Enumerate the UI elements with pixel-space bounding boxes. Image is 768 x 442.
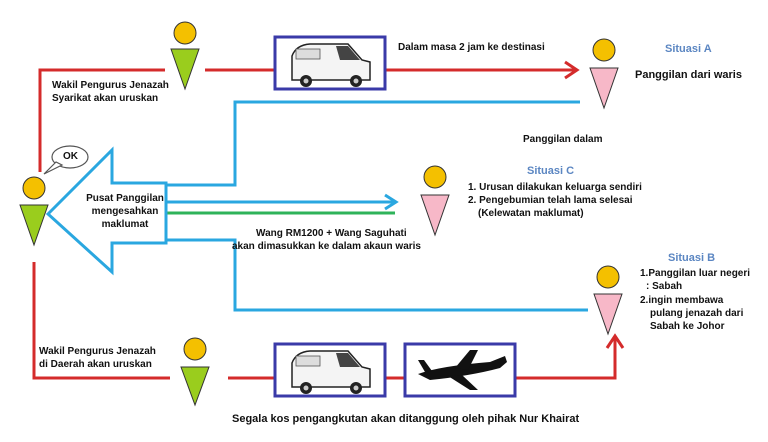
top-red-path	[38, 68, 165, 172]
panggilan-dalam-label: Panggilan dalam	[523, 134, 603, 145]
situasi-b-item-3: 2.ingin membawa	[640, 295, 724, 306]
pusat-arrow-shape	[45, 146, 168, 276]
blue-line-situasi-a	[165, 100, 580, 187]
van-bottom-icon	[273, 342, 387, 398]
wang-line-1: Wang RM1200 + Wang Saguhati	[256, 228, 407, 239]
person-left-icon	[19, 176, 49, 247]
person-bottom-icon	[180, 337, 210, 407]
situasi-c-item-3: (Kelewatan maklumat)	[478, 208, 584, 219]
pusat-line-2: mengesahkan	[91, 206, 159, 217]
person-situasi-b-icon	[593, 265, 623, 336]
ok-label: OK	[63, 151, 78, 162]
person-situasi-c-icon	[420, 165, 450, 237]
bottom-red-path-end	[515, 338, 617, 380]
wakil-bottom-label-line2: di Daerah akan uruskan	[39, 359, 152, 370]
situasi-a-desc: Panggilan dari waris	[635, 69, 742, 81]
situasi-b-item-1: 1.Panggilan luar negeri	[640, 268, 751, 279]
situasi-c-item-1: 1. Urusan dilakukan keluarga sendiri	[468, 182, 642, 193]
top-red-arrowhead	[564, 60, 580, 80]
situasi-c-title: Situasi C	[527, 165, 575, 177]
blue-arrowhead-c	[384, 193, 399, 211]
wakil-bottom-label: Wakil Pengurus Jenazah	[39, 346, 156, 357]
person-top-icon	[170, 21, 200, 91]
pusat-line-1: Pusat Panggilan	[86, 193, 164, 204]
situasi-a-title: Situasi A	[665, 43, 712, 55]
airplane-icon	[403, 342, 517, 398]
wakil-top-label: Wakil Pengurus Jenazah	[52, 80, 169, 91]
time-label: Dalam masa 2 jam ke destinasi	[398, 42, 545, 53]
situasi-b-title: Situasi B	[668, 252, 716, 264]
situasi-c-item-2: 2. Pengebumian telah lama selesai	[468, 195, 633, 206]
situasi-b-item-2: : Sabah	[646, 281, 683, 292]
situasi-b-item-4: pulang jenazah dari	[650, 308, 744, 319]
ok-bubble	[51, 145, 89, 169]
bottom-red-arrowhead	[605, 333, 625, 349]
wakil-top-label-line2: Syarikat akan uruskan	[52, 93, 159, 104]
situasi-b-item-5: Sabah ke Johor	[650, 321, 725, 332]
ok-bubble-tail	[43, 161, 64, 175]
bottom-red-path	[32, 262, 170, 380]
wang-line-2: akan dimasukkan ke dalam akaun waris	[232, 241, 421, 252]
van-top-icon	[273, 35, 387, 91]
footer-note: Segala kos pengangkutan akan ditanggung …	[232, 413, 580, 425]
person-situasi-a-icon	[589, 38, 619, 110]
pusat-line-3: maklumat	[101, 219, 149, 230]
blue-line-situasi-b	[165, 238, 588, 312]
